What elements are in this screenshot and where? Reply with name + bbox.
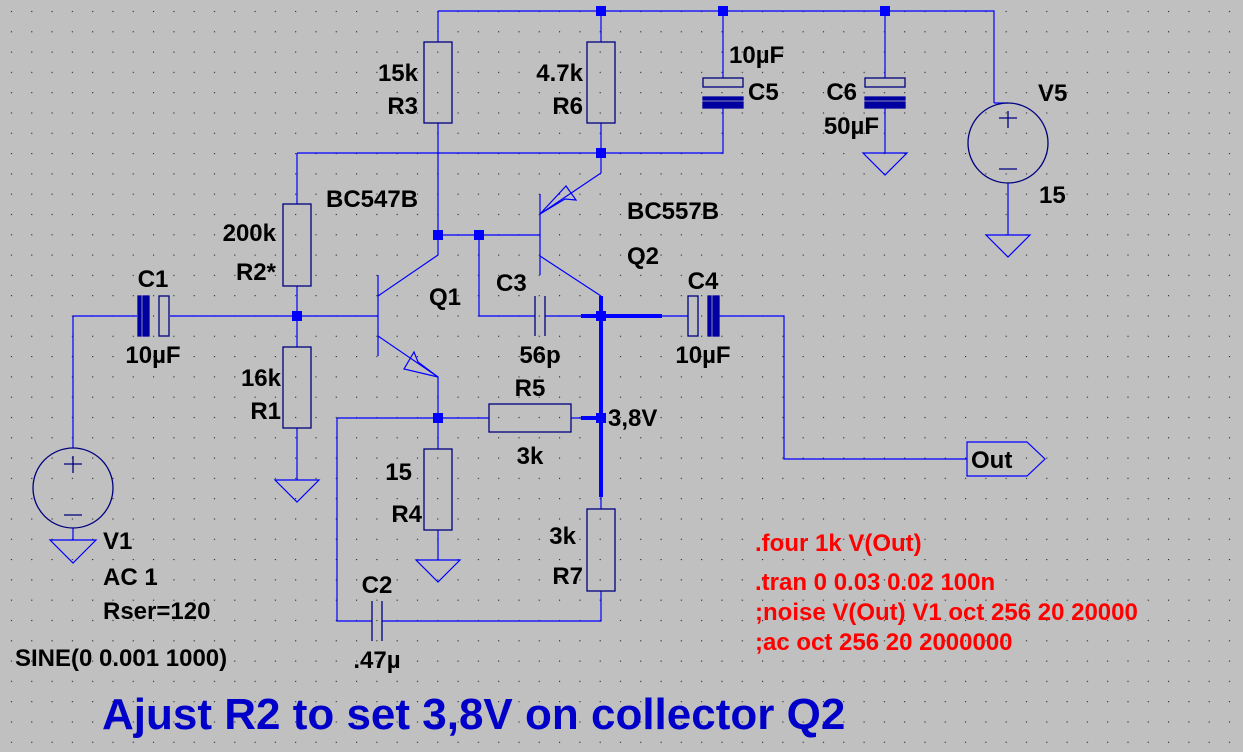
r4-value: 15 xyxy=(385,459,412,486)
ground-icon xyxy=(48,539,98,564)
r7-name: R7 xyxy=(552,563,583,590)
junctions xyxy=(292,6,890,423)
r4-name: R4 xyxy=(391,501,422,528)
resistor-r2[interactable] xyxy=(282,203,312,287)
r5-name: R5 xyxy=(515,375,546,402)
c2-value: .47µ xyxy=(353,647,400,674)
capacitor-c5[interactable] xyxy=(702,77,744,109)
c1-value: 10µF xyxy=(125,342,180,369)
capacitor-c1[interactable] xyxy=(137,295,170,337)
v1-waveform: SINE(0 0.001 1000) xyxy=(15,645,227,672)
spice-comment-noise[interactable]: ;noise V(Out) V1 oct 256 20 20000 xyxy=(755,599,1138,626)
r6-name: R6 xyxy=(552,93,583,120)
resistor-r4[interactable] xyxy=(423,448,453,531)
c1-name: C1 xyxy=(138,266,169,293)
c2-name: C2 xyxy=(362,572,393,599)
q2-name: Q2 xyxy=(627,243,659,270)
q1-name: Q1 xyxy=(429,284,461,311)
collector-voltage-label: 3,8V xyxy=(608,405,657,432)
r1-name: R1 xyxy=(250,398,281,425)
out-net-label: Out xyxy=(971,447,1012,474)
r6-value: 4.7k xyxy=(536,60,583,87)
transistor-q2[interactable] xyxy=(539,172,602,297)
out-port-flag[interactable] xyxy=(966,441,1046,477)
q2-model: BC557B xyxy=(627,198,719,225)
r3-name: R3 xyxy=(387,93,418,120)
r3-value: 15k xyxy=(378,60,419,87)
c5-name: C5 xyxy=(748,79,779,106)
resistor-r1[interactable] xyxy=(282,346,312,429)
r5-value: 3k xyxy=(517,443,544,470)
voltage-source-v1[interactable] xyxy=(32,447,114,529)
capacitor-c6[interactable] xyxy=(864,77,906,109)
v1-name: V1 xyxy=(103,528,132,555)
resistor-r6[interactable] xyxy=(586,41,616,124)
q1-model: BC547B xyxy=(326,186,418,213)
ground-icon xyxy=(414,559,462,583)
resistor-r3[interactable] xyxy=(423,41,453,124)
spice-directive-tran[interactable]: .tran 0 0.03 0.02 100n xyxy=(755,569,995,596)
r2-name: R2* xyxy=(236,259,277,286)
c4-name: C4 xyxy=(688,268,719,295)
c6-name: C6 xyxy=(826,79,857,106)
resistor-r7[interactable] xyxy=(586,508,616,592)
v5-value: 15 xyxy=(1039,182,1066,209)
c6-value: 50µF xyxy=(824,113,879,140)
v5-name: V5 xyxy=(1038,80,1067,107)
capacitor-c2[interactable] xyxy=(371,601,383,641)
spice-directive-four[interactable]: .four 1k V(Out) xyxy=(755,530,922,557)
c3-name: C3 xyxy=(496,270,527,297)
ground-icon xyxy=(861,152,909,176)
ground-icon xyxy=(984,234,1032,258)
ground-icon xyxy=(273,479,321,503)
v1-ac: AC 1 xyxy=(103,564,158,591)
capacitor-c4[interactable] xyxy=(687,295,720,337)
voltage-source-v5[interactable] xyxy=(967,102,1049,184)
resistor-r5[interactable] xyxy=(488,403,572,433)
schematic-comment[interactable]: Ajust R2 to set 3,8V on collector Q2 xyxy=(102,690,845,739)
capacitor-c3[interactable] xyxy=(534,296,546,336)
transistor-q1[interactable] xyxy=(377,254,439,378)
r2-value: 200k xyxy=(223,220,277,247)
v1-rser: Rser=120 xyxy=(103,598,210,625)
r7-value: 3k xyxy=(549,523,576,550)
r1-value: 16k xyxy=(241,365,282,392)
c3-value: 56p xyxy=(519,342,560,369)
c4-value: 10µF xyxy=(675,342,730,369)
spice-comment-ac[interactable]: ;ac oct 256 20 2000000 xyxy=(755,629,1013,656)
c5-value: 10µF xyxy=(729,42,784,69)
